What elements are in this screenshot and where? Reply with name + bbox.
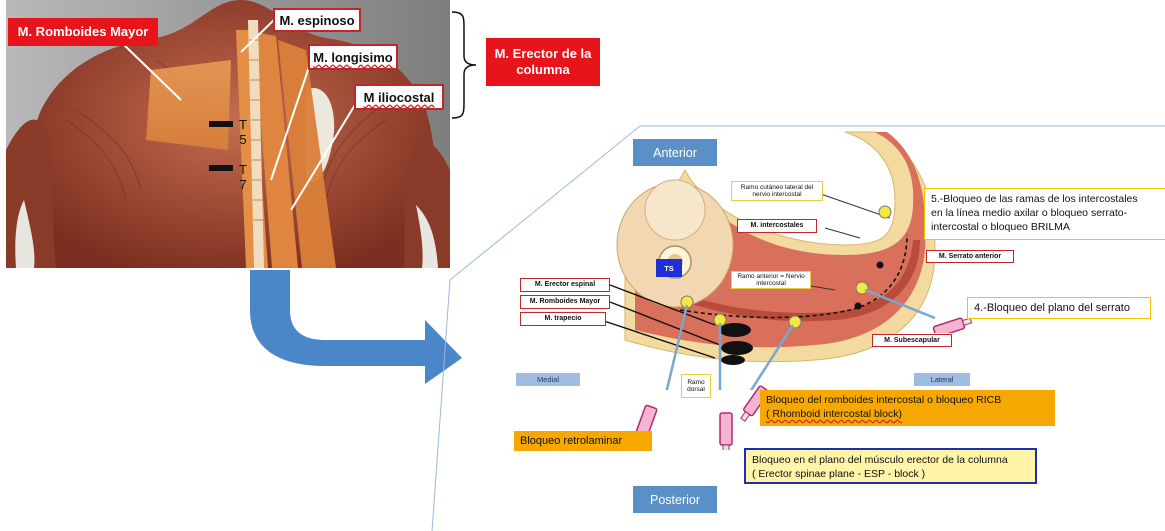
label-bloqueo-esp: Bloqueo en el plano del músculo erector …	[744, 448, 1037, 484]
label-romboides-mayor-small: M. Romboides Mayor	[520, 295, 610, 309]
label-iliocostal-text: M iliocostal	[364, 90, 435, 105]
label-serrato-anterior: M. Serrato anterior	[926, 250, 1014, 263]
label-subescapular: M. Subescapular	[872, 334, 952, 347]
label-erector-columna: M. Erector de la columna	[486, 38, 600, 86]
label-medial: Medial	[516, 373, 580, 386]
label-erector-line1: M. Erector de la	[495, 46, 592, 62]
erector-bracket	[450, 10, 480, 120]
label-longisimo-text: M. longisimo	[313, 50, 392, 65]
label-intercostales: M. intercostales	[737, 219, 817, 233]
label-ts: TS	[656, 259, 682, 277]
vertebra-t7-label: T 7	[236, 162, 250, 192]
label-longisimo: M. longisimo	[308, 44, 398, 70]
label-posterior: Posterior	[633, 486, 717, 513]
esp-line1: Bloqueo en el plano del músculo erector …	[752, 453, 1029, 467]
label-bloqueo-serrato: 4.-Bloqueo del plano del serrato	[967, 297, 1151, 319]
label-bloqueo-ricb: Bloqueo del romboides intercostal o bloq…	[760, 390, 1055, 426]
label-romboides-mayor: M. Romboides Mayor	[8, 18, 158, 46]
label-ramo-anterior: Ramo anterior = Nervio intercostal	[731, 271, 811, 289]
label-anterior: Anterior	[633, 139, 717, 166]
label-bloqueo-brilma: 5.-Bloqueo de las ramas de los intercost…	[924, 188, 1165, 240]
label-ramo-cutaneo: Ramo cutáneo lateral del nervio intercos…	[731, 181, 823, 201]
ricb-line2: ( Rhomboid intercostal block)	[766, 407, 1049, 421]
label-ramo-dorsal: Ramo dorsal	[681, 374, 711, 398]
brilma-line3: intercostal o bloqueo BRILMA	[931, 220, 1160, 234]
label-trapecio: M. trapecio	[520, 312, 606, 326]
label-espinoso: M. espinoso	[273, 8, 361, 32]
vertebra-t5-label: T 5	[236, 117, 250, 147]
brilma-line2: en la línea medio axilar o bloqueo serra…	[931, 206, 1160, 220]
ricb-line1: Bloqueo del romboides intercostal o bloq…	[766, 393, 1049, 407]
label-lateral: Lateral	[914, 373, 970, 386]
label-iliocostal: M iliocostal	[354, 84, 444, 110]
label-erector-line2: columna	[516, 62, 569, 78]
brilma-line1: 5.-Bloqueo de las ramas de los intercost…	[931, 192, 1160, 206]
label-erector-espinal: M. Erector espinal	[520, 278, 610, 292]
esp-line2: ( Erector spinae plane - ESP - block )	[752, 467, 1029, 481]
label-bloqueo-retrolaminar: Bloqueo retrolaminar	[514, 431, 652, 451]
